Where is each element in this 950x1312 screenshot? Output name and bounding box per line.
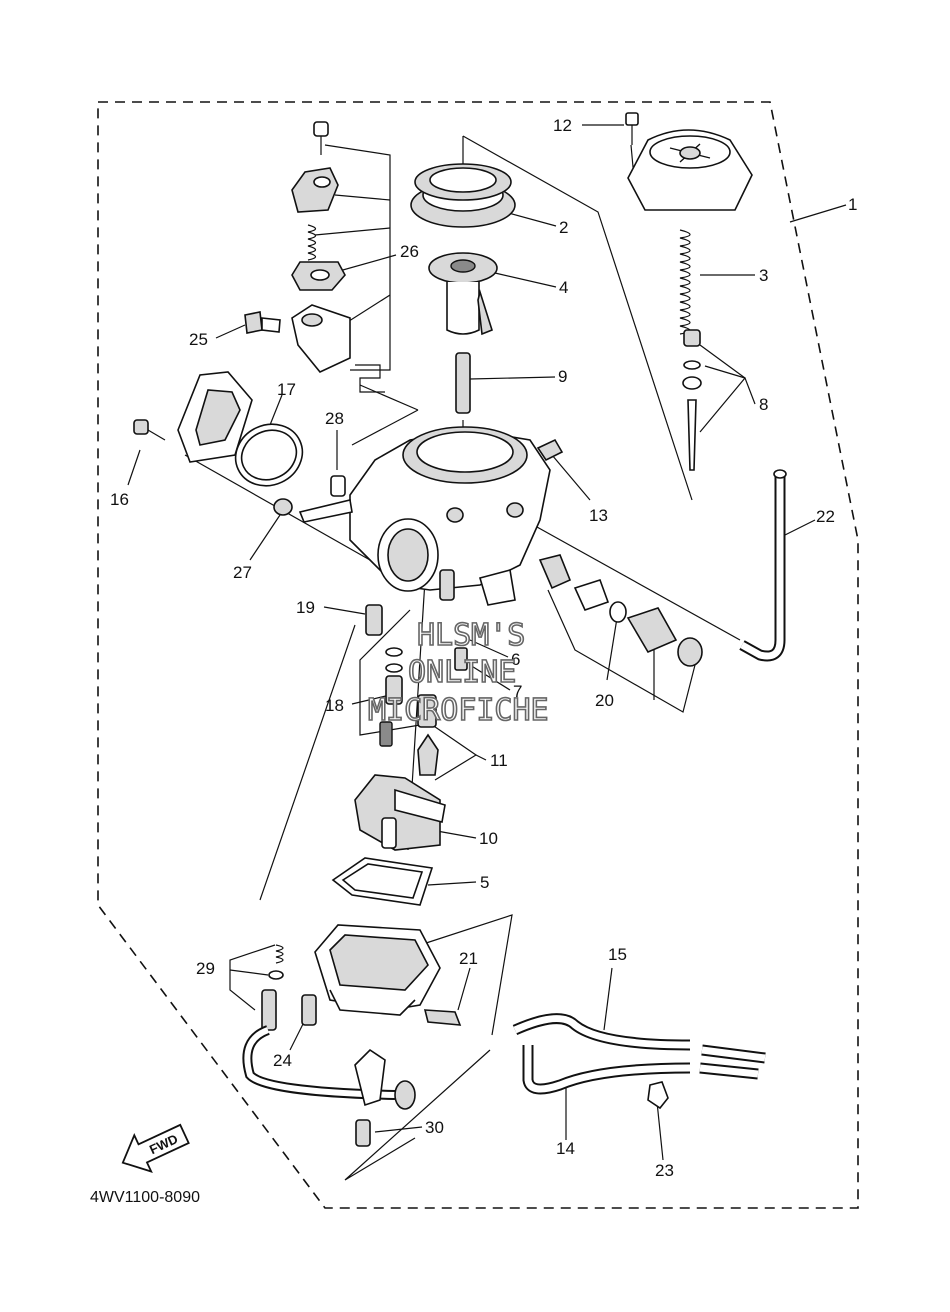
- parts-artwork: [133, 112, 787, 1147]
- callout-30: 30: [425, 1118, 444, 1137]
- callout-14: 14: [556, 1139, 575, 1158]
- callout-13: 13: [589, 506, 608, 525]
- callout-28: 28: [325, 409, 344, 428]
- callout-11: 11: [490, 751, 508, 770]
- callout-7: 7: [513, 682, 522, 701]
- callout-26: 26: [400, 242, 419, 261]
- callout-20: 20: [595, 691, 614, 710]
- callout-24: 24: [273, 1051, 292, 1070]
- callout-12: 12: [553, 116, 572, 135]
- watermark: HLSM'S ONLINE MICROFICHE: [367, 617, 549, 729]
- callout-3: 3: [759, 266, 768, 285]
- callout-17: 17: [277, 380, 296, 399]
- callout-2: 2: [559, 218, 568, 237]
- callout-22: 22: [816, 507, 835, 526]
- callout-6: 6: [511, 650, 520, 669]
- callout-27: 27: [233, 563, 252, 582]
- part-code: 4WV1100-8090: [90, 1189, 200, 1206]
- callout-25: 25: [189, 330, 208, 349]
- callout-23: 23: [655, 1161, 674, 1180]
- callout-16: 16: [110, 490, 129, 509]
- callout-1: 1: [848, 195, 857, 214]
- callout-5: 5: [480, 873, 489, 892]
- callout-15: 15: [608, 945, 627, 964]
- callout-4: 4: [559, 278, 568, 297]
- callout-10: 10: [479, 829, 498, 848]
- callout-21: 21: [459, 949, 478, 968]
- watermark-line-1: HLSM'S: [417, 618, 525, 653]
- callout-18: 18: [325, 696, 344, 715]
- watermark-line-2: ONLINE: [408, 655, 516, 690]
- callout-9: 9: [558, 367, 567, 386]
- watermark-line-3: MICROFICHE: [368, 693, 549, 728]
- callout-labels: 1 2 3 4 5 6 7 8 9 10 11 12 13 14 15 16 1…: [110, 116, 857, 1180]
- fwd-arrow-icon: FWD: [121, 1123, 190, 1173]
- callout-8: 8: [759, 395, 768, 414]
- callout-29: 29: [196, 959, 215, 978]
- callout-19: 19: [296, 598, 315, 617]
- assembly-boundary: [97, 101, 859, 1209]
